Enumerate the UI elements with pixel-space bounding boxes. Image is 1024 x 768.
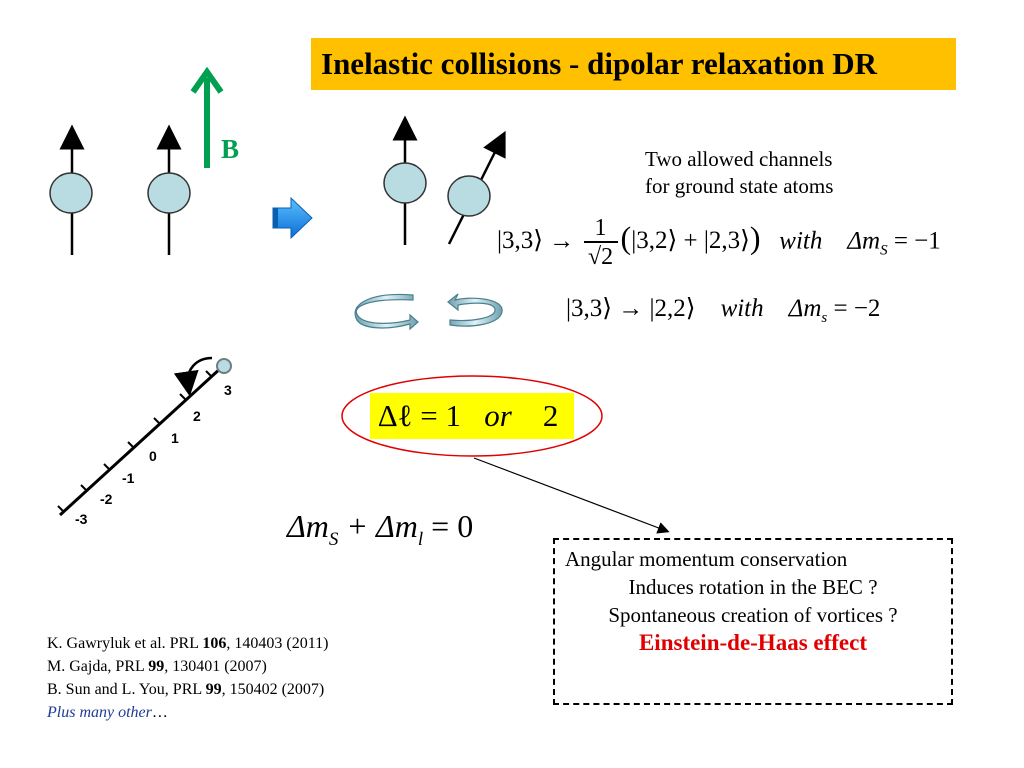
channels-line-2: for ground state atoms [645,174,834,198]
delta-l-ellipse [341,375,603,457]
title-text: Inelastic collisions - dipolar relaxatio… [321,46,878,81]
level-label-1: 1 [171,430,179,446]
level-label-minus-3: -3 [75,511,88,527]
connector-arrow [473,457,670,534]
ket-initial: |3,3⟩ [497,227,544,255]
atom-final-2-tilted [447,130,506,245]
field-label: B [221,134,240,164]
fraction: 1 √2 [583,215,618,271]
channel-equation-2: |3,3⟩ → |2,2⟩ with Δms = −2 [566,295,881,326]
rotation-arrow-left-icon [354,293,419,331]
channels-line-1: Two allowed channels [645,147,833,171]
reference-item: B. Sun and L. You, PRL 99, 150402 (2007) [47,681,325,698]
reference-item: K. Gawryluk et al. PRL 106, 140403 (2011… [47,635,329,652]
atom-initial-2 [147,124,191,255]
rotation-arrow-right-icon [447,293,503,327]
box-line-3: Spontaneous creation of vortices ? [608,603,898,627]
reference-more: Plus many other… [47,704,168,721]
level-label-minus-1: -1 [122,470,135,486]
level-label-0: 0 [149,448,157,464]
level-label-2: 2 [193,408,201,424]
slide-title: Inelastic collisions - dipolar relaxatio… [311,38,956,90]
einstein-de-haas-label: Einstein-de-Haas effect [638,630,868,655]
atom-initial-1 [49,124,93,255]
channels-caption: Two allowed channels for ground state at… [645,146,833,200]
level-label-minus-2: -2 [100,491,113,507]
delta-l-value: Δℓ = 1 [377,398,462,433]
level-ladder [57,356,232,517]
process-arrow-icon [272,196,313,240]
magnetic-field-arrow [190,66,224,168]
channel-equation-1: |3,3⟩ → 1 √2 (|3,2⟩ + |2,3⟩) with ΔmS = … [497,215,941,271]
atom-final-1 [383,115,427,245]
delta-l-highlight: Δℓ = 1 or 2 [370,393,574,439]
conservation-equation: ΔmS + Δml = 0 [287,508,474,550]
box-line-2: Induces rotation in the BEC ? [628,575,878,599]
box-line-1: Angular momentum conservation [565,547,848,571]
level-label-3: 3 [224,382,232,398]
reference-item: M. Gajda, PRL 99, 130401 (2007) [47,658,267,675]
angular-momentum-box: Angular momentum conservation Induces ro… [553,538,953,705]
references: K. Gawryluk et al. PRL 106, 140403 (2011… [47,632,328,724]
